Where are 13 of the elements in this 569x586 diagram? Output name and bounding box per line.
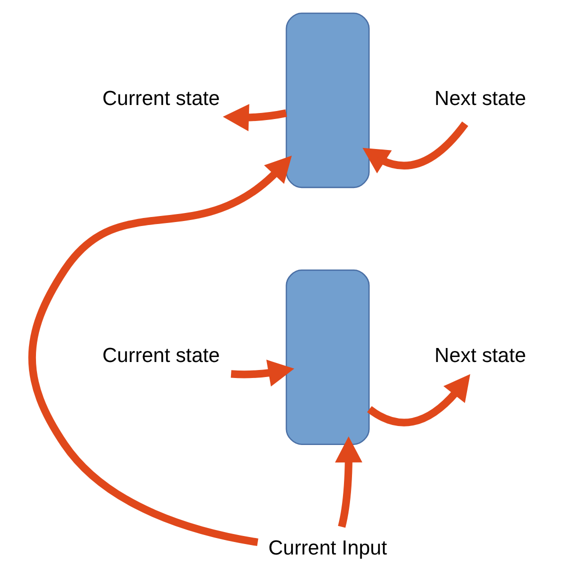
node-box — [286, 269, 370, 445]
arrow — [362, 121, 468, 174]
arrow — [335, 436, 362, 528]
arrow — [230, 360, 294, 387]
node-text: Next state — [434, 88, 526, 110]
arrow — [367, 374, 470, 426]
node-box — [286, 12, 370, 188]
node-text: Current Input — [268, 538, 388, 560]
node-text: Next state — [434, 345, 526, 368]
arrow — [222, 104, 287, 132]
arrow — [28, 156, 292, 546]
node-text: Current state — [102, 88, 220, 110]
node-text: Current state — [102, 345, 220, 368]
